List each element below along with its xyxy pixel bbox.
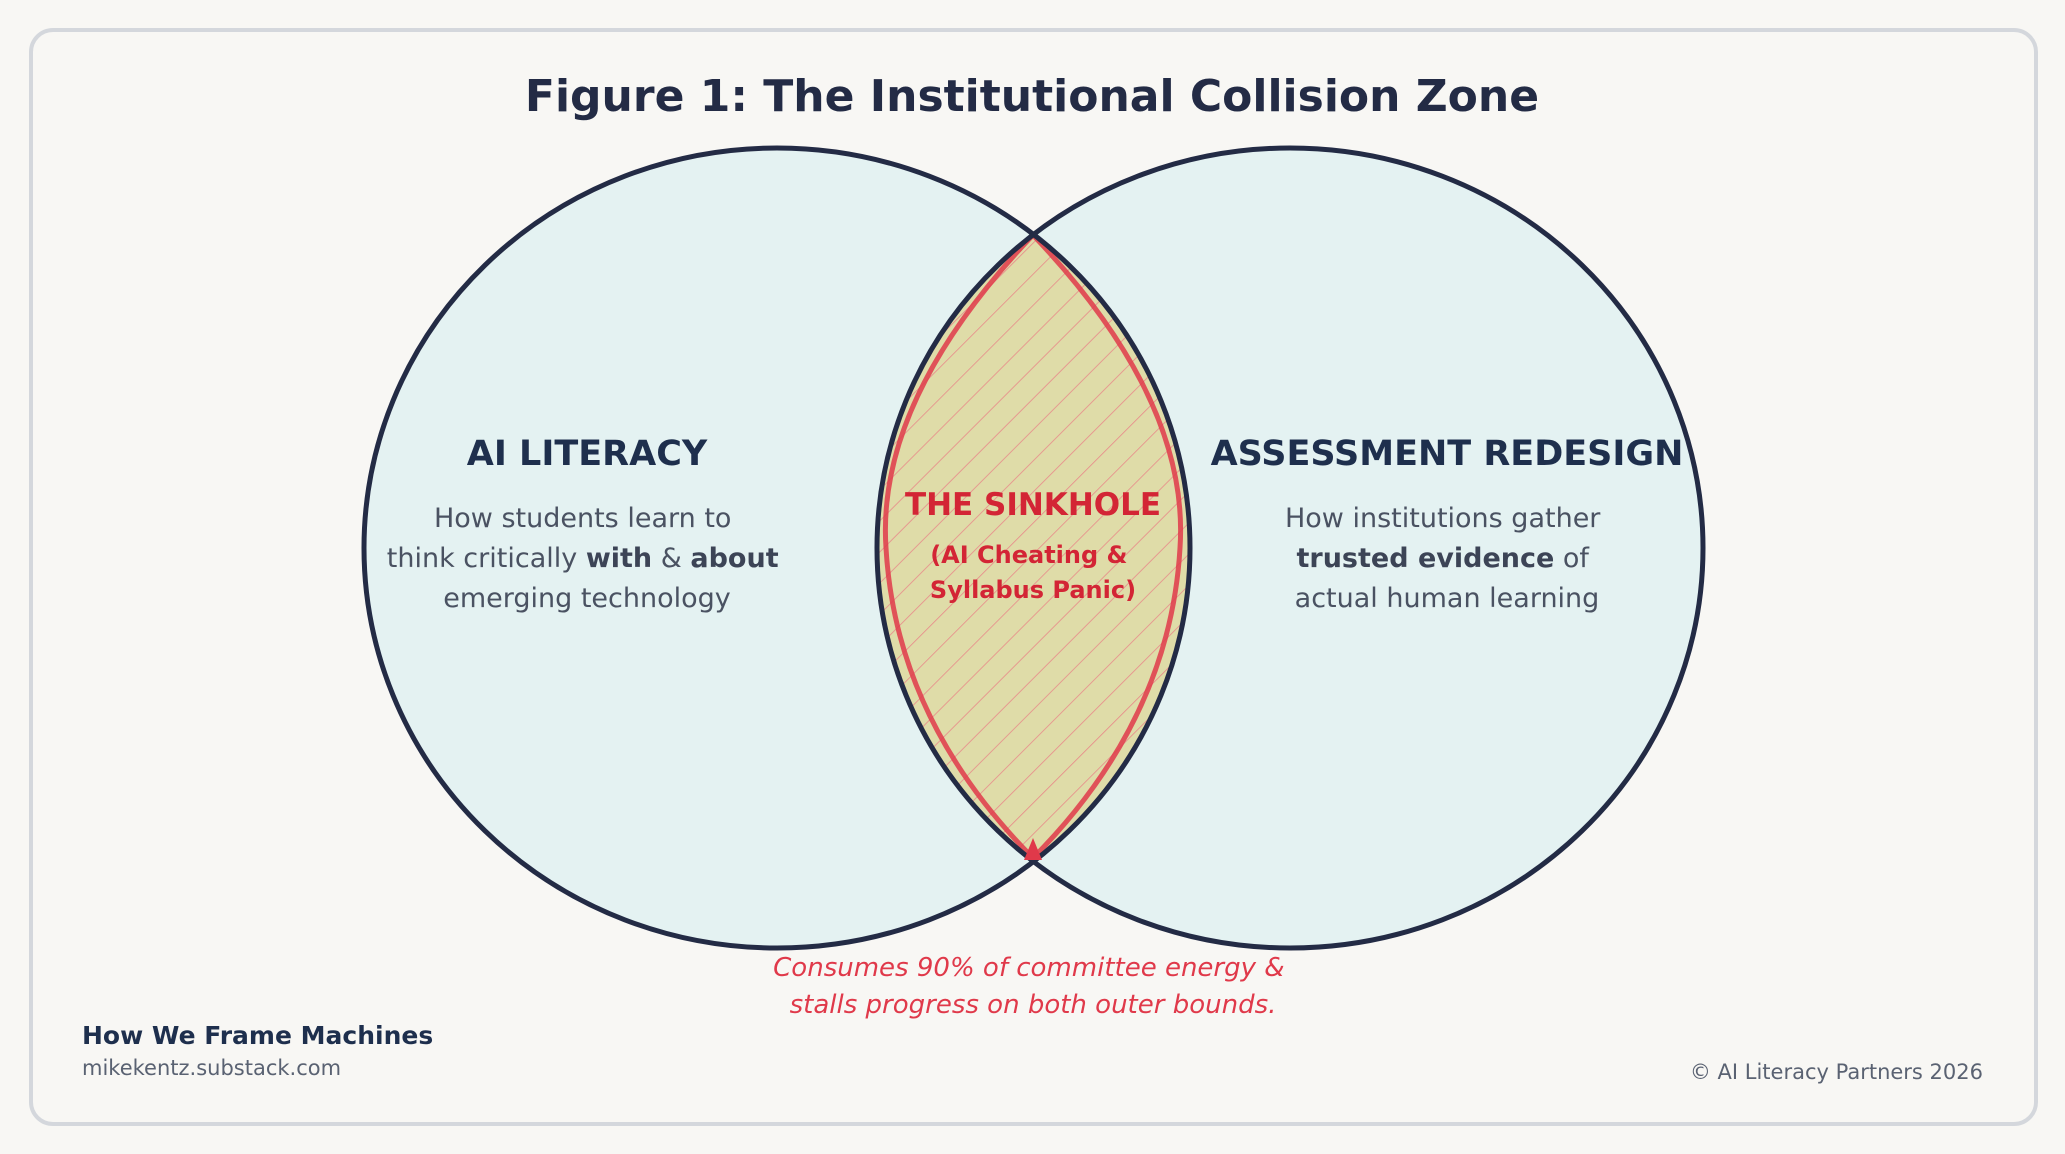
ai-literacy-line-3: emerging technology	[443, 583, 731, 614]
sinkhole-tip-marker	[1024, 838, 1042, 860]
assessment-line-3: actual human learning	[1295, 583, 1600, 614]
figure-title: Figure 1: The Institutional Collision Zo…	[525, 71, 1539, 122]
circle-ai-literacy-outline	[361, 145, 1193, 951]
ai-literacy-description: How students learn to think critically w…	[387, 503, 787, 614]
publication-name: How We Frame Machines	[82, 1021, 433, 1050]
sinkhole-subtitle-line-1: (AI Cheating &	[930, 541, 1127, 569]
sinkhole-heading: THE SINKHOLE	[905, 487, 1161, 523]
annotation-line-2: stalls progress on both outer bounds.	[790, 990, 1277, 1020]
annotation-line-1: Consumes 90% of committee energy &	[773, 953, 1284, 983]
assessment-line-1: How institutions gather	[1285, 503, 1601, 534]
sinkhole-subtitle: (AI Cheating & Syllabus Panic)	[930, 541, 1136, 604]
copyright-notice: © AI Literacy Partners 2026	[1690, 1060, 1983, 1084]
sinkhole-subtitle-line-2: Syllabus Panic)	[930, 576, 1136, 604]
assessment-redesign-description: How institutions gather trusted evidence…	[1285, 503, 1609, 614]
ai-literacy-heading: AI LITERACY	[467, 434, 708, 474]
circle-assessment-redesign-outline	[874, 145, 1706, 951]
publication-url: mikekentz.substack.com	[82, 1056, 341, 1080]
ai-literacy-line-1: How students learn to	[434, 503, 731, 534]
sinkhole-annotation: Consumes 90% of committee energy & stall…	[773, 953, 1293, 1020]
assessment-line-2: trusted evidence of	[1296, 543, 1590, 574]
ai-literacy-line-2: think critically with & about	[387, 543, 779, 574]
assessment-redesign-heading: ASSESSMENT REDESIGN	[1211, 434, 1684, 474]
